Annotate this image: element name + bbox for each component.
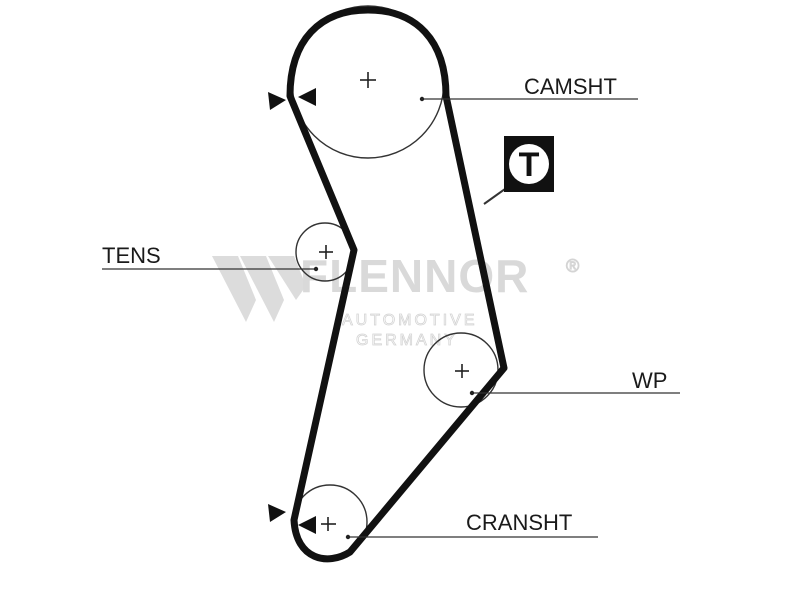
tension-badge: T xyxy=(504,136,554,192)
camshaft-timing-arrow-icon xyxy=(298,88,316,106)
watermark-line-automotive: AUTOMOTIVE xyxy=(342,312,478,329)
watermark-line-germany: GERMANY xyxy=(356,332,458,349)
water-pump-pulley xyxy=(423,332,499,408)
pulley-center-marks xyxy=(319,72,469,531)
crankshaft-timing-arrow-icon xyxy=(298,516,316,534)
label-crankshaft: CRANSHT xyxy=(466,510,572,535)
timing-belt xyxy=(286,6,508,563)
label-tensioner: TENS xyxy=(102,243,161,268)
watermark-logo-icon xyxy=(212,256,306,322)
watermark-brand: FLENNOR xyxy=(300,250,529,302)
camshaft-timing-arrow-icon xyxy=(268,92,286,110)
timing-marks xyxy=(268,88,316,534)
crankshaft-timing-arrow-icon xyxy=(268,504,286,522)
tension-badge-letter: T xyxy=(519,146,540,184)
label-water-pump: WP xyxy=(632,368,667,393)
watermark-registered-mark: ® xyxy=(566,256,579,276)
watermark: FLENNOR ® AUTOMOTIVE GERMANY xyxy=(212,250,580,349)
label-camshaft: CAMSHT xyxy=(524,74,617,99)
tension-badge-circle xyxy=(509,144,549,184)
